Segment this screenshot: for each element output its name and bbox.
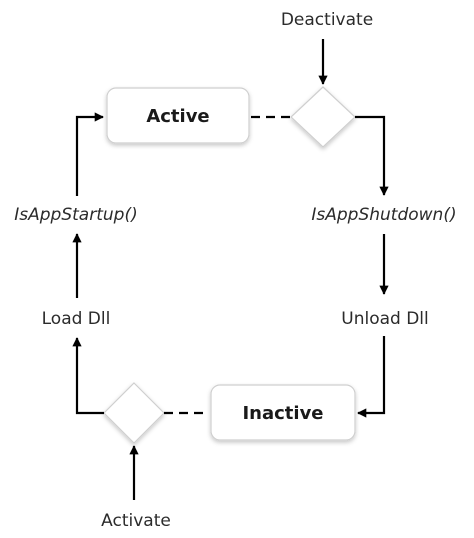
to-shutdown-arrow	[355, 115, 389, 196]
load-dll-label: Load Dll	[42, 309, 111, 329]
to-inactive-arrow	[357, 336, 386, 418]
startup-label: IsAppStartup()	[14, 205, 137, 225]
to-load-arrow	[72, 337, 104, 415]
activate-label: Activate	[101, 511, 171, 531]
to-active-arrow	[75, 112, 104, 196]
unload-dll-label: Unload Dll	[341, 309, 429, 329]
active-state: Active	[106, 87, 250, 144]
shutdown-label: IsAppShutdown()	[311, 205, 456, 225]
inactive-state: Inactive	[210, 384, 356, 441]
activate-decision-diamond	[103, 382, 165, 444]
inactive-state-label: Inactive	[242, 403, 323, 424]
active-state-box	[106, 87, 250, 144]
deactivate-decision-diamond	[290, 86, 356, 148]
inactive-state-box	[210, 384, 356, 441]
active-state-label: Active	[146, 106, 209, 127]
deactivate-label: Deactivate	[281, 10, 373, 30]
